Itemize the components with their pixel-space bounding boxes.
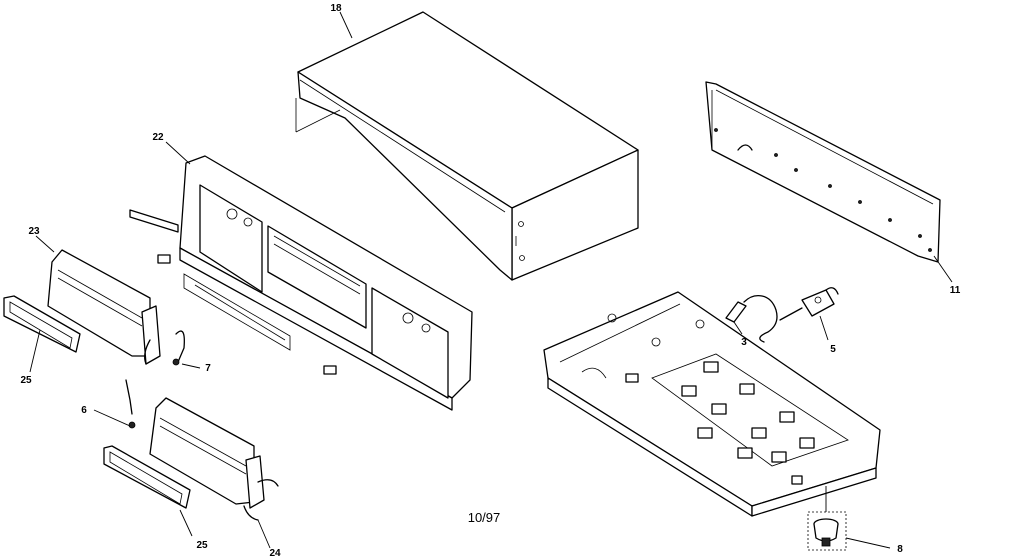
power-cord-drawing [725,287,839,343]
label-part-25-lower: 25 [196,540,208,551]
cassette-door-upper-drawing [3,249,185,366]
label-part-25-upper: 25 [20,375,32,386]
foot-drawing [807,511,847,551]
front-panel-drawing [129,155,473,411]
leader-lines [29,11,953,549]
label-part-24: 24 [269,548,281,557]
label-part-23: 23 [28,226,40,237]
label-part-5: 5 [830,344,836,355]
label-part-18: 18 [330,3,342,14]
cabinet-cover-drawing [295,11,639,281]
revision-date: 10/97 [468,510,501,525]
label-part-22: 22 [152,132,164,143]
chassis-drawing [543,291,881,517]
cassette-door-lower-drawing [103,379,279,521]
label-part-6: 6 [81,405,87,416]
label-part-3: 3 [741,337,747,348]
rear-panel-drawing [705,81,941,263]
label-part-7: 7 [205,363,211,374]
label-part-11: 11 [950,285,961,296]
label-part-8: 8 [897,544,903,555]
